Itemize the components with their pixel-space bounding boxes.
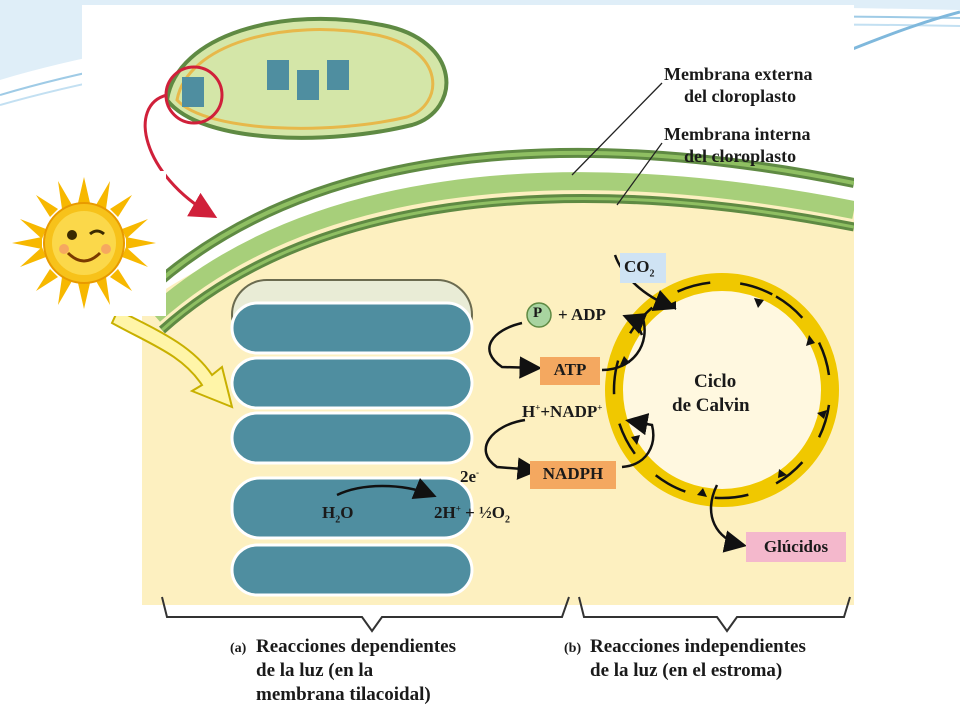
caption-a-line3: membrana tilacoidal)	[256, 684, 431, 705]
products-label: 2H+ + ½O2	[434, 503, 511, 526]
small-chloroplast	[164, 16, 449, 140]
atp-label: ATP	[553, 360, 587, 379]
glucidos-label: Glúcidos	[763, 537, 829, 556]
outer-membrane-label-2: del cloroplasto	[684, 86, 797, 106]
thylakoid	[230, 411, 474, 465]
thylakoid	[230, 301, 474, 355]
caption-a-marker: (a)	[230, 641, 247, 656]
p-circle	[526, 302, 552, 328]
photosynthesis-figure: Membrana externa del cloroplasto Membran…	[82, 5, 854, 717]
bracket-a	[161, 596, 570, 633]
caption-b-line2: de la luz (en el estroma)	[590, 660, 783, 681]
p-label: P	[533, 305, 543, 321]
thylakoid	[230, 543, 474, 597]
caption-b-marker: (b)	[564, 641, 582, 656]
granum-stack	[230, 279, 474, 597]
co2-label: CO2	[624, 257, 655, 280]
water-label: H2O	[322, 503, 354, 526]
nadph-box	[530, 461, 616, 489]
caption-b-line1: Reacciones independientes	[590, 636, 806, 657]
intermembrane-space	[148, 172, 854, 322]
sun-clipart	[6, 171, 166, 316]
inner-membrane-label-1: Membrana interna	[664, 124, 811, 144]
caption-a-line2: de la luz (en la	[256, 660, 374, 681]
glucidos-box	[746, 532, 846, 562]
nadph-label: NADPH	[542, 464, 604, 483]
two-electrons-label: 2e-	[460, 467, 480, 486]
inner-membrane-label-2: del cloroplasto	[684, 146, 797, 166]
bracket-b	[578, 596, 851, 633]
calvin-label-2: de Calvin	[672, 395, 750, 416]
calvin-label-1: Ciclo	[694, 371, 737, 392]
outer-membrane-label-1: Membrana externa	[664, 64, 813, 84]
co2-box	[620, 253, 666, 283]
zoom-arrow	[143, 93, 218, 218]
thylakoid	[230, 356, 474, 410]
h-nadp-label: H++NADP+	[522, 402, 603, 421]
light-arrow	[110, 308, 234, 409]
atp-box	[540, 357, 600, 385]
diagram-drawing	[110, 16, 854, 633]
sun-icon	[12, 177, 156, 309]
caption-a-line1: Reacciones dependientes	[256, 636, 457, 657]
plus-adp-label: + ADP	[558, 305, 606, 324]
